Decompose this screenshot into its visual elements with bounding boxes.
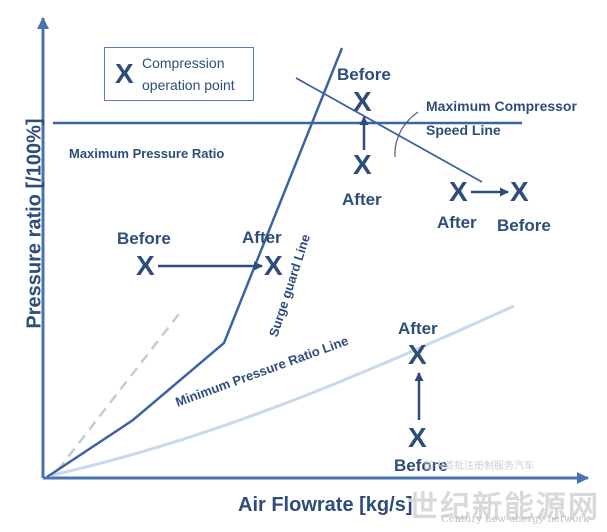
speed-line-callout xyxy=(394,111,419,158)
speed-before-marker: X xyxy=(510,176,529,207)
max-pressure-before-label: Before xyxy=(337,65,391,84)
watermark-cn: 世纪新能源网 xyxy=(408,491,600,524)
legend-text-line2: operation point xyxy=(142,77,235,93)
min-pressure-before-label: Before xyxy=(394,456,448,475)
max-pressure-ratio-label: Maximum Pressure Ratio xyxy=(69,146,225,161)
max-pressure-after-label: After xyxy=(342,190,382,209)
min-pressure-before-marker: X xyxy=(408,422,427,453)
min-pressure-after-label: After xyxy=(398,319,438,338)
max-speed-line-label-2: Speed Line xyxy=(426,122,501,138)
max-speed-line xyxy=(295,77,483,183)
surge-after-label: After xyxy=(242,228,282,247)
surge-before-label: Before xyxy=(117,229,171,248)
max-pressure-before-marker: X xyxy=(353,86,372,117)
watermark-en: Century new energy network xyxy=(441,514,590,525)
y-axis-label: Pressure ratio [/100%] xyxy=(23,118,46,329)
watermark-small: 国内首批注册制服务汽车 xyxy=(424,461,534,472)
legend-marker: X xyxy=(115,58,134,89)
surge-guard-line xyxy=(46,47,344,479)
legend-text: Compression operation point xyxy=(142,52,235,96)
legend: X Compression operation point xyxy=(104,47,254,101)
min-pressure-after-marker: X xyxy=(408,339,427,370)
speed-after-marker: X xyxy=(449,176,468,207)
speed-after-label: After xyxy=(437,213,477,232)
speed-before-label: Before xyxy=(497,216,551,235)
legend-text-line1: Compression xyxy=(142,55,225,71)
max-speed-line-label-1: Maximum Compressor xyxy=(426,98,577,114)
min-pressure-ratio-line xyxy=(47,304,515,478)
max-pressure-after-marker: X xyxy=(353,149,372,180)
surge-after-marker: X xyxy=(264,250,283,281)
surge-before-marker: X xyxy=(136,250,155,281)
x-axis-label: Air Flowrate [kg/s] xyxy=(238,494,413,516)
